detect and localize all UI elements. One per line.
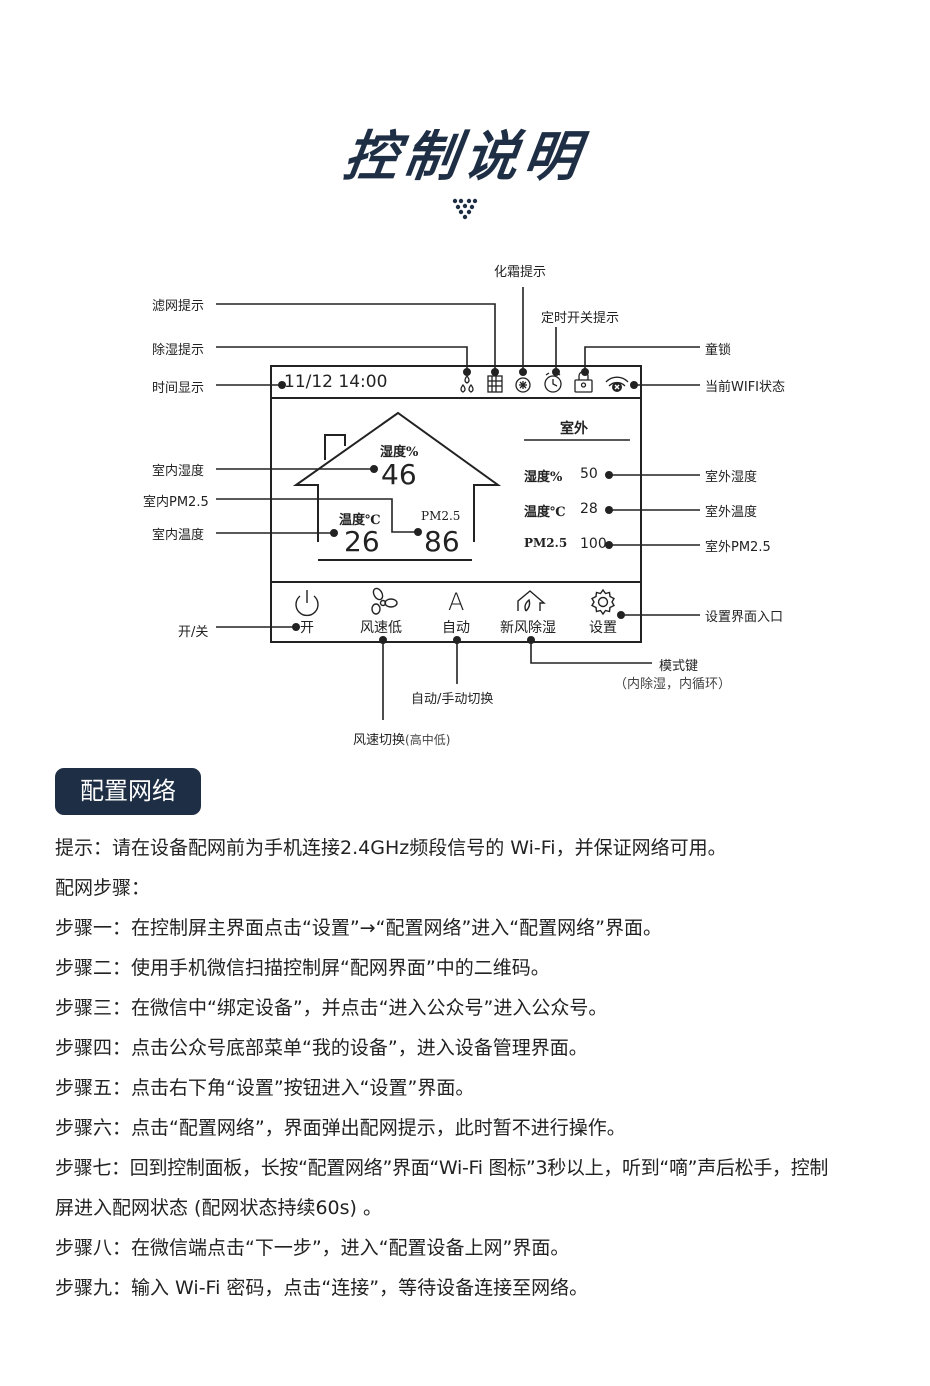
indoor-pm-label: PM2.5 [421, 509, 461, 523]
screen-datetime: 11/12 14:00 [284, 372, 388, 392]
label-power: 开/关 [178, 625, 209, 640]
label-outdoor-humidity: 室外湿度 [705, 470, 758, 485]
step-4: 步骤四：点击公众号底部菜单“我的设备”，进入设备管理界面。 [55, 1037, 588, 1059]
defrost-icon [515, 377, 531, 393]
label-settings-entry: 设置界面入口 [705, 610, 784, 625]
dehumidify-icon [460, 374, 474, 393]
label-fan-speed: 风速切换(高中低) [353, 733, 451, 748]
step-7: 步骤七：回到控制面板，长按“配置网络”界面“Wi-Fi 图标”3秒以上，听到“嘀… [55, 1157, 829, 1179]
power-icon [295, 590, 319, 617]
step-9: 步骤九：输入 Wi-Fi 密码，点击“连接”，等待设备连接至网络。 [55, 1277, 589, 1299]
label-outdoor-temp: 室外温度 [705, 505, 758, 520]
step-7-continued: 屏进入配网状态 (配网状态持续60s) 。 [55, 1197, 382, 1219]
timer-icon [544, 372, 562, 393]
outdoor-humidity-value: 50 [580, 466, 598, 482]
label-indoor-pm: 室内PM2.5 [143, 495, 209, 510]
filter-icon [487, 375, 503, 393]
label-auto-manual: 自动/手动切换 [411, 692, 494, 707]
tip-text: 提示：请在设备配网前为手机连接2.4GHz频段信号的 Wi-Fi，并保证网络可用… [55, 837, 727, 859]
label-filter: 滤网提示 [152, 299, 205, 314]
label-child-lock: 童锁 [705, 343, 732, 358]
step-6: 步骤六：点击“配置网络”，界面弹出配网提示，此时暂不进行操作。 [55, 1117, 626, 1139]
outdoor-title: 室外 [560, 421, 588, 437]
fan-icon [371, 587, 398, 615]
label-defrost: 化霜提示 [494, 265, 547, 280]
mode-button[interactable]: 新风除湿 [500, 620, 556, 636]
step-1: 步骤一：在控制屏主界面点击“设置”→“配置网络”进入“配置网络”界面。 [55, 917, 662, 939]
fan-speed-button[interactable]: 风速低 [360, 620, 402, 636]
indoor-humidity-value: 46 [381, 458, 417, 491]
section-title: 配置网络 [55, 768, 201, 815]
step-2: 步骤二：使用手机微信扫描控制屏“配网界面”中的二维码。 [55, 957, 550, 979]
indoor-temp-label: 温度℃ [339, 513, 381, 528]
settings-button[interactable]: 设置 [589, 620, 617, 636]
auto-glyph: A [448, 588, 465, 616]
settings-gear-icon [591, 588, 615, 616]
outdoor-pm-label: PM2.5 [524, 536, 568, 550]
mode-house-icon [517, 590, 546, 612]
step-5: 步骤五：点击右下角“设置”按钮进入“设置”界面。 [55, 1077, 475, 1099]
auto-button[interactable]: 自动 [442, 620, 470, 636]
outdoor-temp-label: 温度℃ [524, 505, 566, 520]
label-mode-key-note: （内除湿，内循环） [614, 677, 732, 692]
indoor-temp-value: 26 [344, 525, 380, 558]
outdoor-humidity-label: 湿度% [524, 470, 563, 485]
label-outdoor-pm: 室外PM2.5 [705, 540, 771, 555]
step-3: 步骤三：在微信中“绑定设备”，并点击“进入公众号”进入公众号。 [55, 997, 608, 1019]
outdoor-pm-value: 100 [580, 536, 607, 552]
label-dehumidify: 除湿提示 [152, 343, 205, 358]
steps-header: 配网步骤： [55, 877, 151, 899]
lock-icon [574, 370, 593, 393]
label-mode-key: 模式键 [659, 659, 699, 674]
label-wifi: 当前WIFI状态 [705, 380, 785, 395]
label-indoor-temp: 室内温度 [152, 528, 205, 543]
power-button[interactable]: 开 [300, 620, 314, 636]
label-indoor-humidity: 室内湿度 [152, 464, 205, 479]
indoor-humidity-label: 湿度% [380, 445, 419, 460]
step-8: 步骤八：在微信端点击“下一步”，进入“配置设备上网”界面。 [55, 1237, 570, 1259]
label-time: 时间显示 [152, 381, 205, 396]
outdoor-temp-value: 28 [580, 501, 598, 517]
logo-icon [452, 198, 478, 220]
indoor-pm-value: 86 [424, 525, 460, 558]
label-timer: 定时开关提示 [541, 311, 620, 326]
control-diagram [216, 287, 700, 720]
